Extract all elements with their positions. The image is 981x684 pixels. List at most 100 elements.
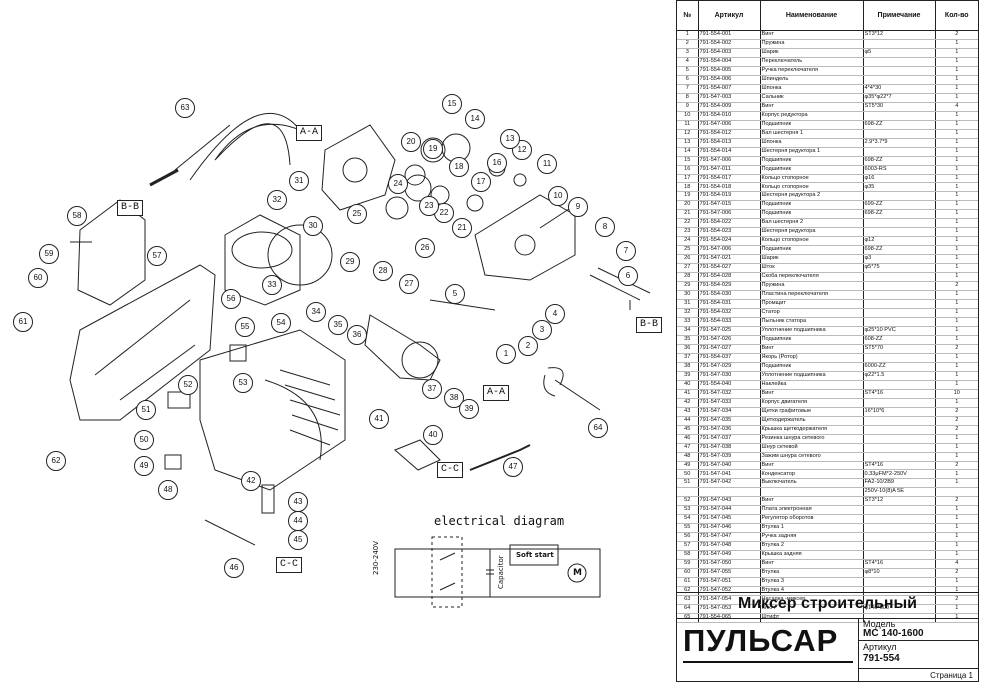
part-name: Крышка щеткодержателя (760, 425, 864, 435)
part-article: 791-547-045 (698, 514, 761, 525)
part-name: Регулятор оборотов (760, 514, 864, 525)
part-qty: 1 (935, 209, 978, 220)
part-name: Наклейка (760, 380, 864, 390)
part-note (863, 577, 936, 588)
part-no: 51 (677, 478, 699, 489)
part-no: 52 (677, 496, 699, 507)
part-note: ST4*16 (863, 559, 936, 570)
part-note (863, 66, 936, 76)
part-qty: 1 (935, 236, 978, 247)
part-article: 791-547-011 (698, 165, 761, 175)
part-name: Пыльник статора (760, 317, 864, 327)
callout-27: 27 (399, 274, 419, 294)
page-number: Страница 1 (930, 671, 973, 680)
part-article: 791-554-002 (698, 39, 761, 49)
part-note: φ25*10 PVC (863, 326, 936, 336)
part-article: 791-547-048 (698, 541, 761, 552)
part-no: 24 (677, 236, 699, 247)
callout-11: 11 (537, 154, 557, 174)
part-qty: 1 (935, 129, 978, 139)
part-name: Корпус двигателя (760, 398, 864, 408)
callout-33: 33 (262, 275, 282, 295)
part-article: 791-554-032 (698, 308, 761, 318)
part-qty: 1 (935, 165, 978, 175)
part-no: 5 (677, 66, 699, 76)
part-qty: 1 (935, 541, 978, 552)
part-name: Шпиндель (760, 75, 864, 85)
part-qty: 1 (935, 138, 978, 148)
part-qty: 1 (935, 254, 978, 265)
part-article: 791-547-006 (698, 245, 761, 256)
part-article: 791-554-037 (698, 353, 761, 363)
part-note (863, 57, 936, 67)
part-qty: 1 (935, 469, 978, 480)
part-article: 791-547-042 (698, 478, 761, 489)
part-qty: 1 (935, 443, 978, 453)
part-no: 46 (677, 434, 699, 444)
part-note (863, 523, 936, 534)
part-note (863, 75, 936, 85)
header-note: Примечание (863, 1, 936, 31)
section-tag-a-a-2: A-A (483, 385, 510, 401)
section-tag-a-a: A-A (296, 125, 323, 141)
part-note (863, 129, 936, 139)
part-note (863, 380, 936, 390)
part-no: 16 (677, 165, 699, 175)
part-note (863, 595, 936, 605)
parts-panel: № Артикул Наименование Примечание Кол-во… (676, 0, 979, 682)
part-no: 1 (677, 30, 699, 40)
part-no: 20 (677, 200, 699, 211)
callout-1: 1 (496, 344, 516, 364)
part-article: 791-547-006 (698, 209, 761, 220)
part-qty: 1 (935, 39, 978, 49)
part-no: 35 (677, 335, 699, 345)
part-note: 698-ZZ (863, 245, 936, 256)
callout-48: 48 (158, 480, 178, 500)
part-article: 791-554-003 (698, 48, 761, 58)
title-block-divider (677, 618, 978, 619)
model-label: Модель (863, 619, 896, 629)
part-note (863, 111, 936, 121)
callout-25: 25 (347, 204, 367, 224)
part-note (863, 505, 936, 516)
part-article: 791-547-034 (698, 407, 761, 417)
part-no: 32 (677, 308, 699, 318)
part-note: 698-ZZ (863, 156, 936, 166)
voltage-label: 230-240V (372, 540, 380, 575)
part-name: Конденсатор (760, 469, 864, 480)
part-note (863, 416, 936, 426)
callout-43: 43 (288, 492, 308, 512)
callout-44: 44 (288, 511, 308, 531)
part-note: φ3 (863, 254, 936, 265)
callout-59: 59 (39, 244, 59, 264)
part-article: 791-547-052 (698, 586, 761, 597)
part-no: 6 (677, 75, 699, 85)
part-article: 791-547-035 (698, 416, 761, 426)
part-note: 6003-RS (863, 165, 936, 175)
part-article: 791-547-033 (698, 398, 761, 408)
part-qty: 2 (935, 407, 978, 417)
section-tag-c-c: C-C (437, 462, 464, 478)
part-note (863, 434, 936, 444)
part-article: 791-547-006 (698, 120, 761, 130)
part-name: Зажим шнура сетевого (760, 452, 864, 462)
part-no: 2 (677, 39, 699, 49)
part-note: 2.9*3.7*9 (863, 138, 936, 148)
